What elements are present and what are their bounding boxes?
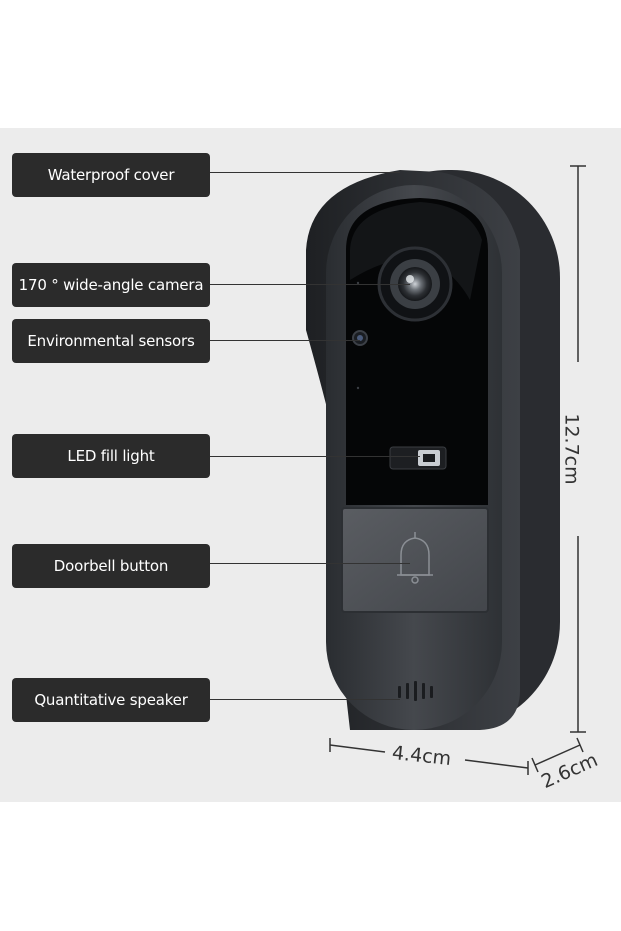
leader-sensors	[210, 340, 360, 341]
speaker-grille-icon	[398, 681, 433, 701]
depth-dimension-line	[531, 737, 584, 773]
callout-camera: 170 ° wide-angle camera	[12, 263, 210, 307]
leader-waterproof	[210, 172, 400, 173]
leader-doorbell	[210, 563, 410, 564]
leader-camera	[210, 284, 410, 285]
mic-dot	[356, 281, 360, 285]
callout-doorbell-button: Doorbell button	[12, 544, 210, 588]
height-dimension-line	[570, 165, 586, 733]
leader-led	[210, 456, 420, 457]
doorbell-button-plate	[341, 507, 489, 613]
camera-lens-icon	[398, 267, 432, 301]
callout-waterproof-cover: Waterproof cover	[12, 153, 210, 197]
callout-led: LED fill light	[12, 434, 210, 478]
mic-dot	[356, 386, 360, 390]
leader-speaker	[210, 699, 400, 700]
led-core	[423, 454, 435, 462]
callout-speaker: Quantitative speaker	[12, 678, 210, 722]
width-dimension-line	[329, 738, 529, 775]
callout-sensors: Environmental sensors	[12, 319, 210, 363]
bell-icon	[397, 532, 433, 584]
lens-glint	[406, 275, 414, 283]
height-label: 12.7cm	[560, 413, 583, 485]
sensor-lens	[357, 335, 363, 341]
